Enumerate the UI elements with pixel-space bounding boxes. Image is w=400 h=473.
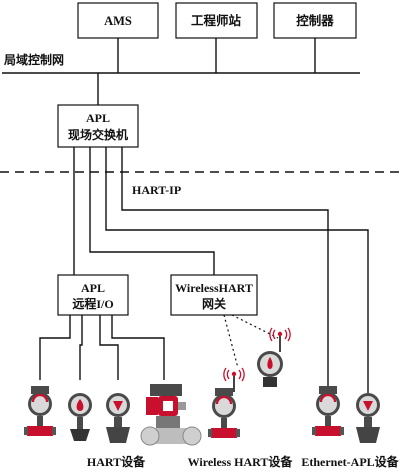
controller-label: 控制器 [296, 13, 334, 28]
gateway-line1: WirelessHART [175, 281, 253, 295]
lan-label: 局域控制网 [4, 52, 64, 67]
apl-switch-node: APL 现场交换机 [57, 104, 139, 148]
switch-line2: 现场交换机 [68, 127, 128, 142]
wireless-gateway-node: WirelessHART 网关 [170, 274, 258, 316]
wireless-transmitter-device [206, 367, 246, 440]
engineer-station-label: 工程师站 [191, 13, 242, 28]
remote-io-links [39, 315, 165, 380]
hart-transmitter-device [22, 384, 58, 438]
hart-devices [22, 384, 202, 446]
wireless-adapter-device [257, 327, 292, 387]
apl-level-device [356, 393, 380, 443]
hart-devices-label: HART设备 [87, 454, 146, 469]
ethernet-apl-devices [310, 384, 380, 443]
hart-ip-label: HART-IP [132, 183, 181, 197]
remote-io-line1: APL [81, 281, 105, 295]
switch-line1: APL [86, 111, 110, 125]
ams-label: AMS [104, 14, 132, 28]
hart-temperature-device [68, 393, 92, 441]
remote-io-node: APL 远程I/O [57, 274, 129, 316]
ethernet-apl-devices-label: Ethernet-APL设备 [301, 454, 399, 469]
wireless-devices [206, 327, 292, 440]
wireless-links [223, 314, 279, 369]
ams-node: AMS [77, 2, 159, 39]
remote-io-line2: 远程I/O [72, 296, 113, 311]
engineer-station-node: 工程师站 [175, 2, 258, 39]
hart-level-device [106, 393, 130, 443]
lan-bus: 局域控制网 [2, 38, 360, 105]
controller-node: 控制器 [273, 2, 357, 39]
wireless-hart-devices-label: Wireless HART设备 [188, 454, 294, 469]
apl-transmitter-device [310, 384, 346, 438]
hart-valve-device [140, 384, 202, 446]
switch-links [73, 147, 369, 395]
gateway-line2: 网关 [202, 296, 226, 311]
